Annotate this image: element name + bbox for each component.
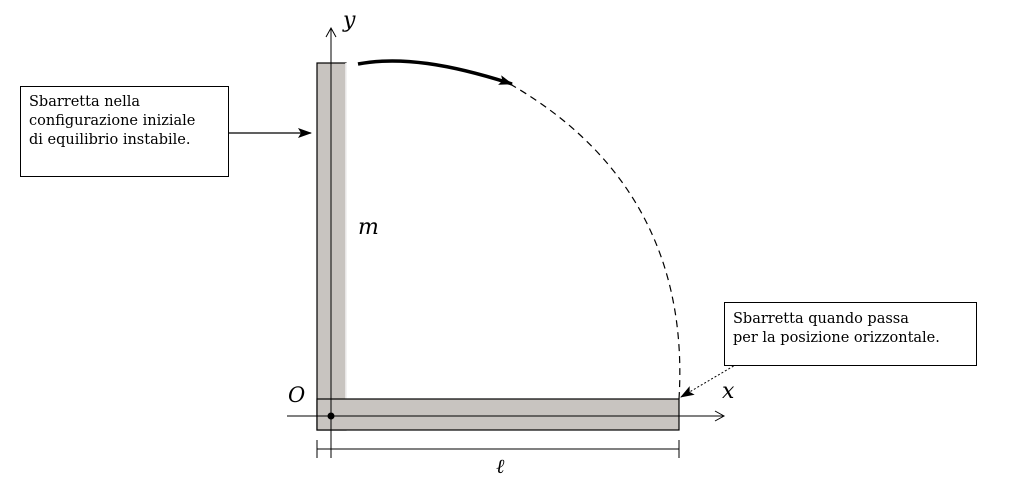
rotation-arrow [357,59,513,86]
callout-line: Sbarretta quando passa [733,311,909,327]
initial-configuration-callout: Sbarretta nella configurazione iniziale … [20,86,229,177]
rotation-arc [509,83,681,400]
callout-line: di equilibrio instabile. [29,132,191,148]
callout-line: Sbarretta nella [29,94,141,110]
callout-line: configurazione iniziale [29,113,196,129]
y-axis-label: y [342,8,356,33]
origin-label: O [288,383,305,407]
horizontal-rod [316,398,680,431]
horizontal-callout-arrow [680,363,738,398]
horizontal-position-callout: Sbarretta quando passa per la posizione … [724,302,977,366]
pivot-point [327,412,335,420]
mass-label: m [358,215,379,240]
x-axis-label: x [722,379,735,404]
callout-line: per la posizione orizzontale. [733,330,940,346]
length-label: ℓ [496,454,505,478]
